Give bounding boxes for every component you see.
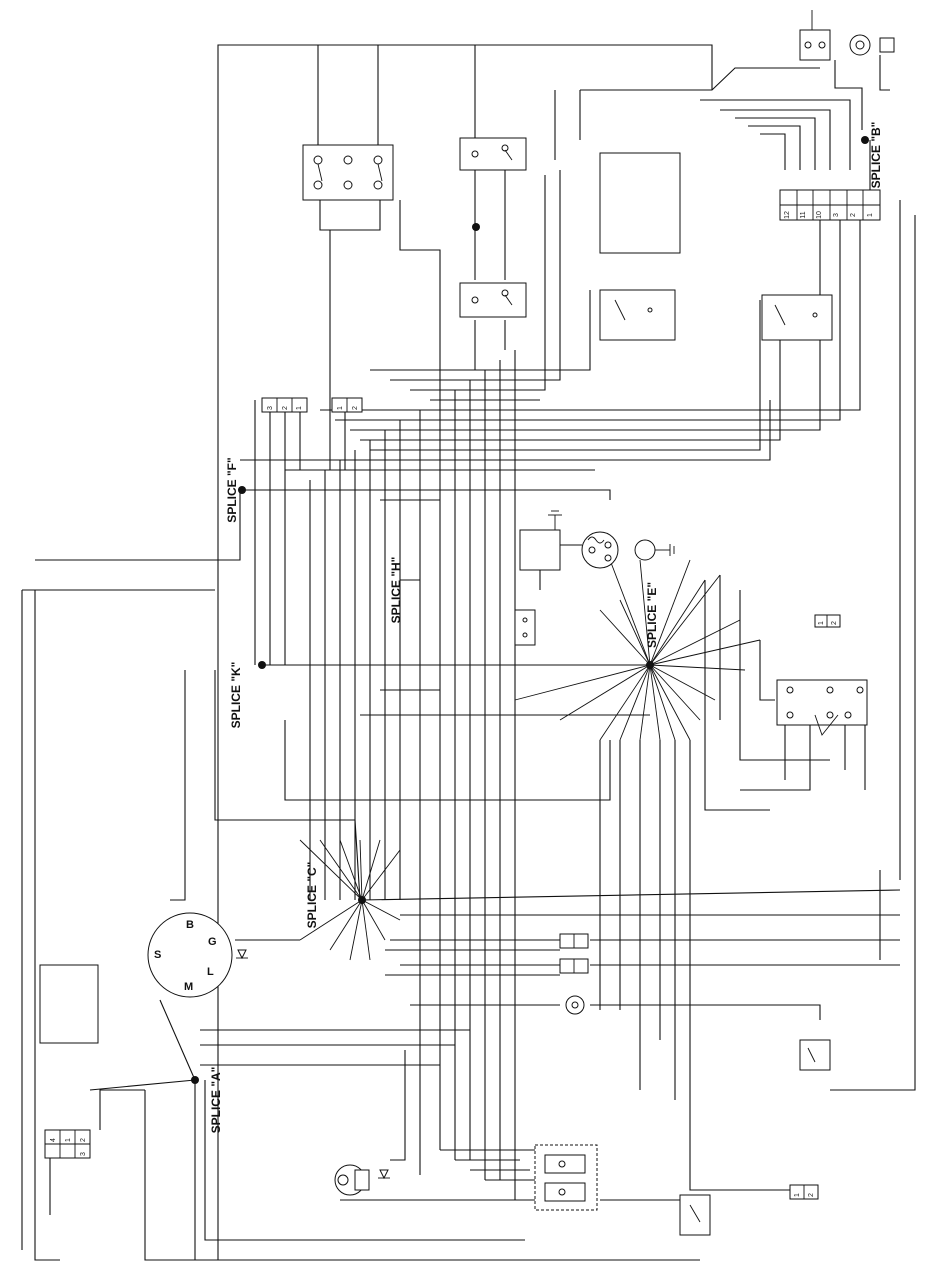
main-wires xyxy=(21,44,916,1261)
circuit-breaker xyxy=(514,609,536,646)
splice-labels: SPLICE "B" SPLICE "F" SPLICE "H" SPLICE … xyxy=(209,122,883,1134)
engine-pin-0: 4 xyxy=(50,1138,57,1142)
headlight-switch xyxy=(799,1039,831,1071)
splice-e-label: SPLICE "E" xyxy=(645,582,659,648)
lift-switch xyxy=(599,289,676,341)
hourmeter-pin-0: 3 xyxy=(267,406,274,410)
light-connectors xyxy=(559,933,589,1015)
engine-pin-2: 2 xyxy=(80,1138,87,1142)
splice-b-label: SPLICE "B" xyxy=(869,122,883,189)
splice-f-label: SPLICE "F" xyxy=(225,457,239,522)
ip-terminal-0: 1 xyxy=(867,213,874,217)
pto-clutch xyxy=(334,1164,390,1196)
choke-pin-1: 2 xyxy=(831,621,838,625)
brake-switch xyxy=(459,282,527,318)
ip-terminal-2: 3 xyxy=(833,213,840,217)
neutral-switch xyxy=(761,294,833,341)
hourmeter-pin-1: 2 xyxy=(282,406,289,410)
terminal-g: G xyxy=(208,936,217,948)
fuel-light-pin-1: 2 xyxy=(808,1193,815,1197)
ignition-switch xyxy=(776,679,868,736)
hourmeter: 3 2 1 xyxy=(261,397,308,413)
engine-pin-3: 3 xyxy=(80,1152,87,1156)
splice-k-label: SPLICE "K" xyxy=(229,662,243,729)
terminal-m: M xyxy=(184,981,193,993)
ip-terminal-3: 10 xyxy=(816,211,823,219)
starter-terminal-labels: S B M L G xyxy=(154,919,217,993)
seat-switch xyxy=(459,137,527,171)
fuel-valve-pin-0: 1 xyxy=(337,406,344,410)
starter-motor xyxy=(147,912,300,998)
fuel-light-pin-0: 1 xyxy=(794,1193,801,1197)
engine-pin-1: 1 xyxy=(65,1138,72,1142)
terminal-s: S xyxy=(154,949,161,961)
choke-pin-0: 1 xyxy=(818,621,825,625)
battery-solenoid-starter xyxy=(519,510,675,590)
pto-switch xyxy=(302,144,394,201)
instrument-legend xyxy=(599,152,681,254)
ip-terminal-1: 2 xyxy=(850,213,857,217)
harness-legend xyxy=(39,964,99,1044)
engine-connector: 4 1 2 3 xyxy=(44,1129,91,1159)
splice-dots xyxy=(191,136,869,1084)
terminal-l: L xyxy=(207,966,214,978)
relay-module xyxy=(534,1144,598,1211)
terminal-b: B xyxy=(186,919,194,931)
fuel-sender-top xyxy=(799,10,895,61)
fuel-valve-pin-1: 2 xyxy=(352,406,359,410)
splice-a-label: SPLICE "A" xyxy=(209,1067,223,1134)
splice-h-label: SPLICE "H" xyxy=(389,557,403,624)
ip-terminal-4: 11 xyxy=(800,211,807,218)
hourmeter-pin-2: 1 xyxy=(296,406,303,410)
splice-c-label: SPLICE "C" xyxy=(305,862,319,929)
ip-terminal-5: 12 xyxy=(784,211,791,219)
reverse-switch xyxy=(679,1194,711,1236)
